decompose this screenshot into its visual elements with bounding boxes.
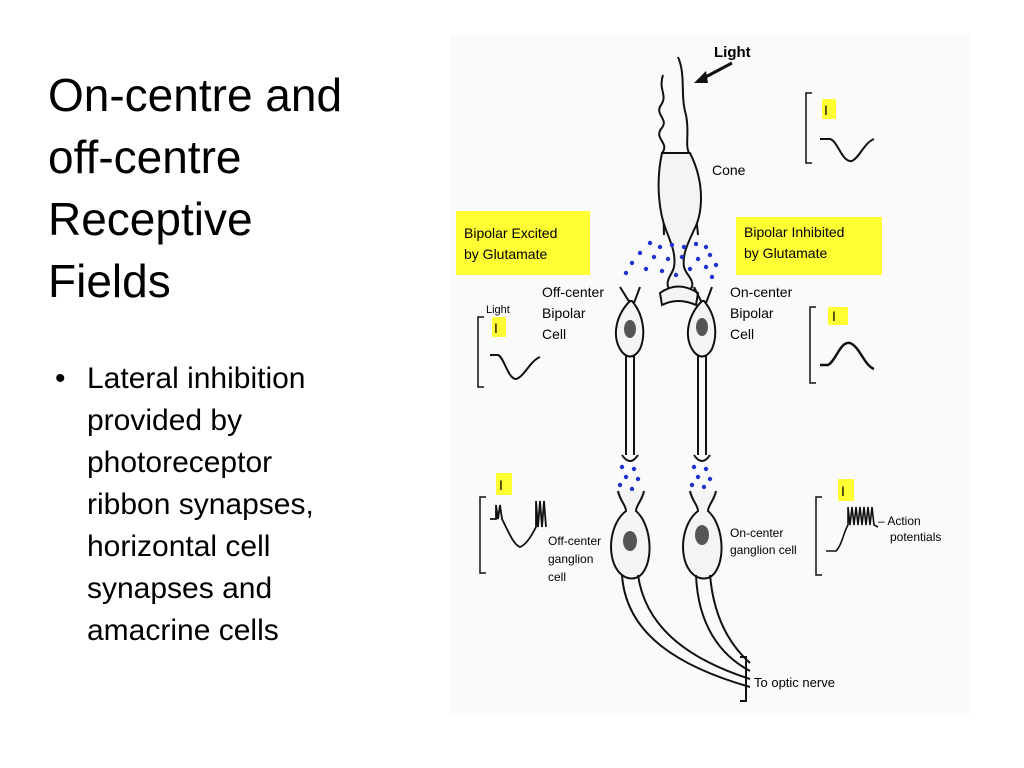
- cone-outer-segment: [658, 56, 699, 236]
- on-ganglion-light-marker: [838, 479, 854, 501]
- bipolar-excited-line: Bipolar Excited: [464, 225, 557, 241]
- off-ganglion-light-marker: [496, 473, 512, 495]
- glutamate-dots-cone: [623, 240, 719, 280]
- bipolar-inhibited-line: by Glutamate: [744, 245, 827, 261]
- off-ganglion-label: ganglion: [548, 552, 593, 566]
- bullet-marker: •: [55, 362, 66, 395]
- cone-light-bar: I: [824, 102, 828, 118]
- cone-response-trace: [820, 138, 875, 163]
- off-ganglion-response-trace: [490, 500, 547, 548]
- bullet-line: Lateral inhibition: [87, 362, 306, 395]
- bipolar-inhibited-box: [736, 217, 882, 275]
- action-potentials-label: potentials: [890, 530, 941, 544]
- off-bipolar-dendrites: [619, 286, 641, 304]
- diagram-background: [450, 35, 970, 715]
- on-bipolar-axon: [697, 355, 707, 455]
- off-bipolar-light-bar: I: [494, 320, 498, 336]
- off-bipolar-label: Cell: [542, 326, 566, 342]
- on-bipolar-nucleus: [696, 318, 708, 336]
- off-bipolar-axon: [625, 355, 635, 455]
- cone-light-marker: [822, 99, 836, 119]
- off-bipolar-light-label: Light: [486, 304, 510, 316]
- on-ganglion-response-trace: [826, 506, 879, 552]
- on-bipolar-light-bar: I: [832, 308, 836, 324]
- optic-nerve-label: To optic nerve: [754, 675, 835, 690]
- title-line: Receptive: [48, 193, 253, 245]
- bullet-line: horizontal cell: [87, 530, 271, 563]
- on-bipolar-dendrites: [693, 286, 713, 304]
- cone-trace-bracket: [805, 92, 812, 164]
- off-bipolar-terminal: [621, 454, 639, 462]
- on-ganglion-trace-bracket: [815, 496, 822, 576]
- off-ganglion-trace-bracket: [479, 496, 486, 574]
- off-ganglion-nucleus: [623, 531, 637, 551]
- bullet-line: provided by: [87, 404, 243, 437]
- slide-title: On-centre and off-centre Receptive Field…: [48, 64, 428, 312]
- on-bipolar-label: Bipolar: [730, 305, 774, 321]
- bullet-line: amacrine cells: [87, 614, 279, 647]
- bipolar-excited-line: by Glutamate: [464, 246, 547, 262]
- off-bipolar-light-marker: [492, 317, 506, 337]
- off-ganglion-light-bar: I: [499, 477, 503, 493]
- off-ganglion-label: cell: [548, 570, 566, 584]
- bullet-text: Lateral inhibition provided by photorece…: [87, 358, 314, 652]
- title-line: On-centre and: [48, 69, 343, 121]
- bipolar-excited-box: [456, 211, 590, 275]
- cone-pedicle: [658, 285, 700, 307]
- glutamate-dots-ganglion: [617, 464, 713, 492]
- bipolar-inhibited-line: Bipolar Inhibited: [744, 224, 844, 240]
- off-bipolar-label: Bipolar: [542, 305, 586, 321]
- off-bipolar-nucleus: [624, 320, 636, 338]
- retina-cell-diagram: Light Cone I Bipolar Excited by Glutamat…: [450, 35, 970, 715]
- light-arrowhead: [694, 71, 708, 83]
- off-ganglion-axon: [621, 574, 751, 688]
- action-potentials-label: – Action: [878, 514, 921, 528]
- off-ganglion-label: Off-center: [548, 534, 601, 548]
- on-ganglion-light-bar: I: [841, 483, 845, 499]
- title-line: Fields: [48, 255, 171, 307]
- on-bipolar-light-marker: [828, 307, 848, 325]
- on-bipolar-label: Cell: [730, 326, 754, 342]
- on-bipolar-response-trace: [820, 341, 875, 371]
- on-bipolar-terminal: [693, 454, 711, 462]
- bullet-line: synapses and: [87, 572, 273, 605]
- on-bipolar-trace-bracket: [809, 306, 816, 384]
- cone-label: Cone: [712, 162, 746, 178]
- optic-nerve-bracket: [740, 656, 747, 702]
- off-bipolar-response-trace: [490, 354, 541, 381]
- light-label: Light: [714, 44, 751, 61]
- bullet-line: ribbon synapses,: [87, 488, 314, 521]
- on-ganglion-label: ganglion cell: [730, 543, 797, 557]
- on-ganglion-nucleus: [695, 525, 709, 545]
- title-line: off-centre: [48, 131, 242, 183]
- on-ganglion-label: On-center: [730, 526, 783, 540]
- on-bipolar-label: On-center: [730, 284, 793, 300]
- bullet-line: photoreceptor: [87, 446, 273, 479]
- off-bipolar-trace-bracket: [477, 316, 484, 388]
- off-bipolar-label: Off-center: [542, 284, 604, 300]
